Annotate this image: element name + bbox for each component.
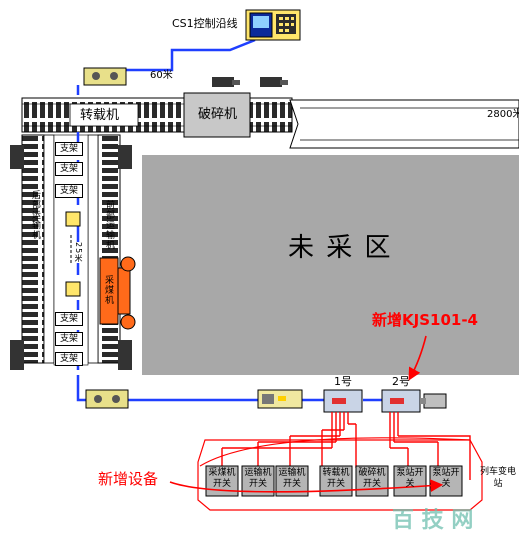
new-equipment-outline bbox=[197, 439, 483, 511]
rear-conveyor-label: 后部运输机 bbox=[30, 190, 40, 240]
switch-label-conveyor-1: 运输机开关 bbox=[244, 468, 272, 489]
front-conveyor-label: 前部运输机 bbox=[104, 200, 114, 250]
sensor-a bbox=[65, 211, 81, 227]
distance-2800-label: 2800米 bbox=[487, 109, 519, 120]
switch-box-1[interactable] bbox=[323, 389, 363, 413]
signal-unit-bottom[interactable] bbox=[85, 389, 129, 409]
control-wiring bbox=[221, 412, 471, 480]
distance-25-label: 25米 bbox=[74, 242, 83, 264]
shearer-drum-bottom bbox=[120, 314, 136, 330]
crusher-label: 破碎机 bbox=[198, 107, 238, 122]
support-4: 支架 bbox=[55, 312, 83, 326]
new-equipment-label: 新增设备 bbox=[98, 470, 159, 488]
switch-label-crusher: 破碎机开关 bbox=[358, 468, 386, 489]
unmined-area-block bbox=[142, 155, 519, 375]
support-1: 支架 bbox=[55, 142, 83, 156]
switch-label-shearer: 采煤机开关 bbox=[208, 468, 236, 489]
belt-conveyor bbox=[289, 99, 519, 149]
main-track bbox=[21, 97, 293, 133]
watermark: 百 技 网 bbox=[392, 508, 474, 533]
distance-60-label: 60米 bbox=[150, 70, 173, 81]
pointer-arrow-new-device bbox=[408, 335, 427, 381]
cs1-label: CS1控制沿线 bbox=[172, 17, 238, 30]
switch-label-pump-2: 泵站开关 bbox=[432, 468, 460, 489]
sensor-b bbox=[65, 281, 81, 297]
shearer-label: 采煤机 bbox=[103, 275, 113, 305]
transfer-machine-label: 转载机 bbox=[80, 108, 120, 123]
switch-2-label: 2号 bbox=[392, 375, 410, 388]
unmined-area-label: 未 采 区 bbox=[288, 233, 393, 263]
signal-unit-top[interactable] bbox=[83, 67, 127, 86]
shearer-drum-top bbox=[120, 256, 136, 272]
crusher-box bbox=[183, 92, 251, 138]
train-substation-label: 列车变电站 bbox=[480, 467, 517, 489]
support-6: 支架 bbox=[55, 352, 83, 366]
motor-a bbox=[212, 77, 234, 87]
switch-box-2[interactable] bbox=[381, 389, 421, 413]
switch-1-label: 1号 bbox=[334, 375, 352, 388]
support-3: 支架 bbox=[55, 184, 83, 198]
support-5: 支架 bbox=[55, 332, 83, 346]
switch-label-transfer: 转载机开关 bbox=[322, 468, 350, 489]
switch-label-conveyor-2: 运输机开关 bbox=[278, 468, 306, 489]
new-device-label: 新增KJS101-4 bbox=[372, 311, 478, 329]
power-supply bbox=[423, 393, 447, 409]
motor-b bbox=[260, 77, 282, 87]
rear-conveyor-track bbox=[21, 134, 45, 364]
support-2: 支架 bbox=[55, 162, 83, 176]
switch-label-pump-1: 泵站开关 bbox=[396, 468, 424, 489]
pointer-arrow-new-equipment bbox=[169, 479, 444, 493]
signal-unit-middle[interactable] bbox=[257, 389, 303, 409]
